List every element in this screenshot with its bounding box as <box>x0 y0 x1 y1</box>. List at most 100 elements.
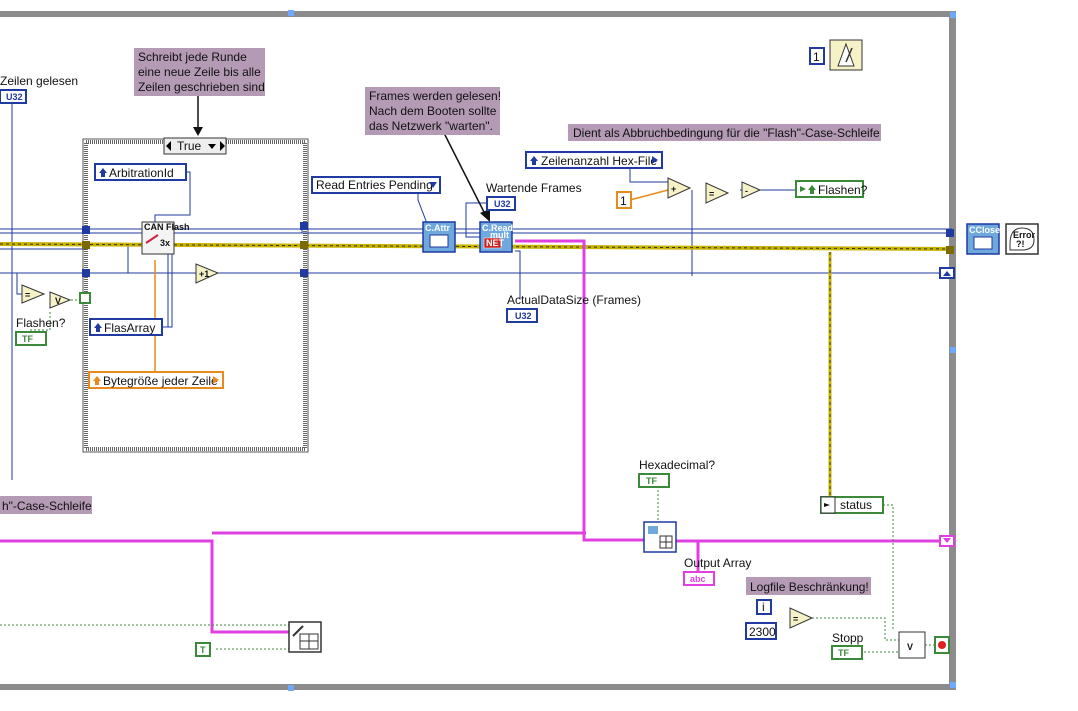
or-output-terminal[interactable] <box>79 292 91 304</box>
svg-text:abc: abc <box>690 574 706 584</box>
subvi-can-flash[interactable]: CAN Flash 3x <box>141 221 190 255</box>
svg-text:=: = <box>793 614 798 624</box>
svg-text:i: i <box>762 600 765 614</box>
svg-text:Flashen?: Flashen? <box>818 183 868 197</box>
label-hexadecimal: Hexadecimal? <box>639 458 715 472</box>
case-selector[interactable]: True <box>163 137 227 155</box>
svg-text:h"-Case-Schleife: h"-Case-Schleife <box>2 499 92 513</box>
svg-text:?!: ?! <box>1016 239 1025 249</box>
loop-condition-stop[interactable] <box>934 636 950 654</box>
comment-arrows <box>193 96 490 222</box>
svg-text:TF: TF <box>22 334 33 344</box>
add-node[interactable]: + <box>667 177 692 199</box>
case-prev-arrow[interactable] <box>166 141 171 151</box>
svg-text:U32: U32 <box>6 92 23 102</box>
comment-schreibt: Schreibt jede Runde eine neue Zeile bis … <box>134 48 265 96</box>
tf-control-hexadecimal[interactable]: TF <box>638 473 670 488</box>
equal-node-2[interactable]: = <box>705 182 730 204</box>
comment-case-schleife: h"-Case-Schleife <box>0 496 92 514</box>
svg-text:+1: +1 <box>199 269 209 279</box>
svg-text:eine neue Zeile bis alle: eine neue Zeile bis alle <box>138 65 261 79</box>
svg-text:1: 1 <box>813 50 820 64</box>
case-dropdown-icon[interactable] <box>208 144 216 149</box>
label-wartende-frames: Wartende Frames <box>486 181 582 195</box>
svg-text:C.Attr: C.Attr <box>425 223 450 233</box>
node-read-entries-pending[interactable]: Read Entries Pending <box>311 176 441 194</box>
u32-indicator-actual[interactable]: U32 <box>506 308 538 323</box>
array-to-spreadsheet-node[interactable] <box>643 521 677 553</box>
label-actual-data-size: ActualDataSize (Frames) <box>507 293 641 307</box>
node-arbitration-id[interactable]: ArbitrationId <box>94 163 187 181</box>
svg-text:das Netzwerk "warten".: das Netzwerk "warten". <box>369 119 493 133</box>
node-status[interactable]: status <box>820 496 884 514</box>
not-node[interactable]: - <box>741 181 762 199</box>
subvi-attr[interactable]: C.Attr <box>422 221 456 253</box>
svg-text:3x: 3x <box>160 238 170 248</box>
svg-text:2300: 2300 <box>749 625 776 639</box>
svg-text:CClose: CClose <box>969 225 1000 235</box>
comment-abbruch: Dient als Abbruchbedingung für die "Flas… <box>568 124 881 141</box>
equal-node[interactable]: = <box>21 284 46 304</box>
svg-text:V: V <box>907 642 913 652</box>
error-handler[interactable]: Error ?! <box>1005 223 1039 255</box>
case-next-arrow[interactable] <box>220 141 225 151</box>
label-stopp: Stopp <box>832 631 864 645</box>
or-node[interactable]: V <box>49 291 72 309</box>
svg-text:Frames werden gelesen!: Frames werden gelesen! <box>369 89 501 103</box>
home-icon <box>94 323 102 328</box>
svg-text:Logfile Beschränkung!: Logfile Beschränkung! <box>750 580 869 594</box>
greater-node[interactable]: = <box>789 607 814 629</box>
while-loop-frame <box>0 10 956 691</box>
u32-indicator-wartende[interactable]: U32 <box>486 196 516 211</box>
label-zeilen-gelesen: Zeilen gelesen <box>0 74 78 88</box>
svg-text:Nach dem Booten sollte: Nach dem Booten sollte <box>369 104 497 118</box>
write-file-node[interactable] <box>288 621 322 653</box>
svg-text:C.Read: C.Read <box>482 223 513 233</box>
svg-text:mult: mult <box>490 230 509 240</box>
wait-constant[interactable]: 1 <box>809 47 825 65</box>
true-constant[interactable]: T <box>195 642 211 657</box>
svg-text:CAN Flash: CAN Flash <box>144 222 190 232</box>
svg-text:+: + <box>671 184 676 194</box>
comment-logfile: Logfile Beschränkung! <box>746 577 871 595</box>
subvi-read[interactable]: C.Read mult NET <box>479 221 513 253</box>
wait-timer-icon[interactable] <box>829 39 863 71</box>
label-flashen: Flashen? <box>16 316 66 330</box>
node-bytegroesse[interactable]: Bytegröße jeder Zeile <box>88 371 224 389</box>
iteration-terminal[interactable]: i <box>756 599 772 615</box>
tf-control-stopp[interactable]: TF <box>831 645 863 660</box>
home-icon <box>99 168 107 173</box>
svg-text:Dient als Abbruchbedingung für: Dient als Abbruchbedingung für die "Flas… <box>573 126 880 140</box>
svg-text:U32: U32 <box>494 199 511 209</box>
home-icon <box>808 185 816 190</box>
tf-indicator-flashen[interactable]: TF <box>15 331 47 346</box>
svg-text:Zeilenanzahl Hex-File: Zeilenanzahl Hex-File <box>541 154 657 168</box>
node-zeilenanzahl[interactable]: Zeilenanzahl Hex-File <box>525 151 663 169</box>
increment-node[interactable]: +1 <box>195 263 220 284</box>
svg-text:TF: TF <box>838 648 849 658</box>
constant-one-orange[interactable]: 1 <box>616 191 632 209</box>
svg-text:Zeilen geschrieben sind: Zeilen geschrieben sind <box>138 80 265 94</box>
svg-text:Read Entries Pending: Read Entries Pending <box>316 178 433 192</box>
u32-indicator-zeilen[interactable]: U32 <box>0 89 27 104</box>
case-structure[interactable] <box>82 138 309 453</box>
subvi-close[interactable]: CClose <box>966 223 1000 255</box>
or-node-2[interactable]: V <box>898 631 926 659</box>
label-output-array: Output Array <box>684 556 751 570</box>
svg-text:TF: TF <box>646 476 657 486</box>
node-flashen-out[interactable]: Flashen? <box>795 180 868 198</box>
constant-2300[interactable]: 2300 <box>745 622 777 640</box>
node-flas-array[interactable]: FlasArray <box>89 318 163 336</box>
comment-frames: Frames werden gelesen! Nach dem Booten s… <box>365 87 501 135</box>
abc-indicator-output-array[interactable]: abc <box>683 571 715 586</box>
svg-text:NET: NET <box>486 238 505 248</box>
wires-pink <box>0 239 948 634</box>
case-selector-label: True <box>177 139 202 153</box>
svg-text:Error: Error <box>1013 230 1036 240</box>
svg-text:=: = <box>709 189 714 199</box>
svg-text:V: V <box>55 296 61 306</box>
svg-text:-: - <box>745 186 748 196</box>
svg-text:=: = <box>25 290 30 300</box>
svg-text:status: status <box>840 498 872 512</box>
